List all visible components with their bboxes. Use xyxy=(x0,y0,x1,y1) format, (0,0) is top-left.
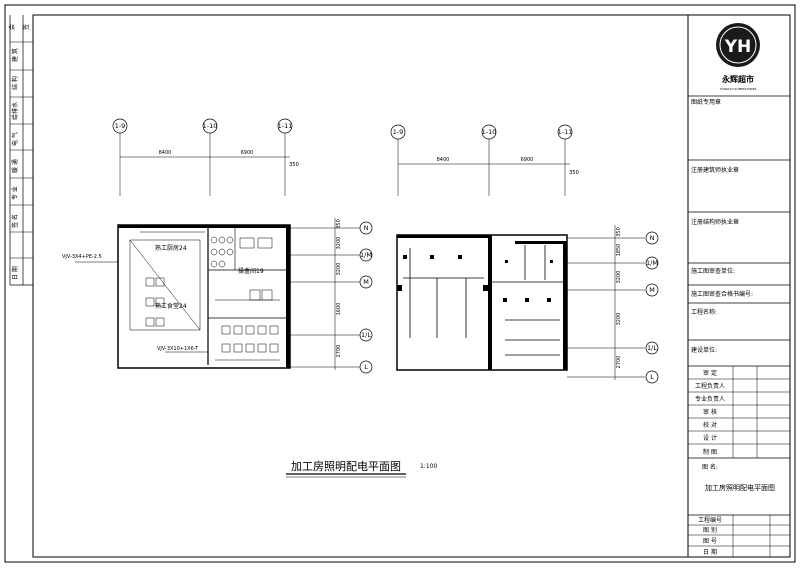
right-dim-top-1: 6900 xyxy=(521,157,534,163)
right-axis-top-1: 1-10 xyxy=(482,128,497,136)
right-axis-side-1: 1/M xyxy=(646,259,658,267)
margin-label-7: 专 业 xyxy=(11,186,19,200)
company-subname: YONGHUI SUPERSTORES xyxy=(720,87,757,91)
left-dim-side-0: 350 xyxy=(336,219,342,229)
axis-bubble xyxy=(359,328,373,342)
margin-label-9: 日 期 xyxy=(11,266,19,280)
left-axis-top-1: 1-10 xyxy=(203,122,218,130)
right-dim-side-3: 3200 xyxy=(616,313,622,326)
margin-label-5: 电 气 xyxy=(11,132,19,146)
axis-bubble xyxy=(645,341,659,355)
margin-label-3: 结 构 xyxy=(11,76,19,90)
drawing-scale: 1:100 xyxy=(420,463,437,470)
right-dim-side-1: 1850 xyxy=(616,244,622,257)
drawing-frame xyxy=(32,14,791,558)
drawing-name-value: 加工房照明配电平面图 xyxy=(705,483,775,492)
right-plan-outline xyxy=(396,234,568,371)
left-dim-side-2: 3200 xyxy=(336,263,342,276)
left-axis-side-4: L xyxy=(364,363,368,371)
footer-1: 图 别 xyxy=(703,526,717,534)
row-label-6: 建设单位: xyxy=(691,346,717,354)
row-label-1: 注册建筑师执业章 xyxy=(691,166,739,174)
signoff-5: 设 计 xyxy=(703,434,717,442)
right-axis-top-2: 1-11 xyxy=(558,128,573,136)
right-dim-top-0: 8400 xyxy=(437,157,450,163)
row-label-5: 工程名称: xyxy=(691,308,717,316)
company-name: 永辉超市 xyxy=(721,74,754,84)
left-axis-side-0: N xyxy=(364,224,369,232)
left-plan-outline xyxy=(117,224,291,369)
signoff-6: 制 图 xyxy=(703,448,717,456)
signoff-0: 审 定 xyxy=(703,369,717,377)
right-axis-side-3: 1/L xyxy=(647,344,657,352)
footer-3: 日 期 xyxy=(703,548,717,556)
left-axis-side-2: M xyxy=(363,278,369,286)
row-label-2: 注册结构师执业章 xyxy=(691,218,739,226)
footer-0: 工程编号 xyxy=(698,516,722,524)
right-floor-plan: 1-9 1-10 1-11 8400 6900 350 xyxy=(390,124,659,384)
axis-bubble xyxy=(359,360,373,374)
axis-bubble xyxy=(359,221,373,235)
left-note-0: VJV-3X4+PE-2.5 xyxy=(62,254,102,260)
axis-bubble xyxy=(645,231,659,245)
sheet-border xyxy=(4,4,796,563)
margin-label-6: 暖 通 xyxy=(11,159,19,173)
left-dim-top-1: 6900 xyxy=(241,150,254,156)
margin-label-2: 建 筑 xyxy=(11,48,19,62)
room-label-0: 熟工厨房24 xyxy=(155,244,187,252)
left-floor-plan: 1-9 1-10 1-11 8400 6900 350 xyxy=(62,118,373,374)
row-label-4: 施工图审查合格书编号: xyxy=(691,290,753,298)
footer-2: 图 号 xyxy=(703,538,717,545)
drawing-title: 加工房照明配电平面图 xyxy=(291,460,401,473)
axis-bubble xyxy=(645,283,659,297)
signoff-3: 审 核 xyxy=(703,408,717,416)
room-label-1: 操盒间19 xyxy=(238,267,264,275)
signoff-4: 校 对 xyxy=(703,421,717,429)
left-axis-top-2: 1-11 xyxy=(278,122,293,130)
drawing-name-label: 图 名: xyxy=(702,463,718,471)
right-dim-side-0: 350 xyxy=(616,227,622,237)
left-dim-side-4: 2700 xyxy=(336,345,342,358)
left-dim-top-0: 8400 xyxy=(159,150,172,156)
room-label-2: 熟工食堂24 xyxy=(155,302,187,310)
logo-initials: YH xyxy=(724,37,752,57)
title-block: YH 永辉超市 YONGHUI SUPERSTORES 图纸专用章 注册建筑师执… xyxy=(687,15,790,557)
left-note-1: VJV-3X10+1X6-T xyxy=(157,346,199,352)
axis-bubble xyxy=(359,275,373,289)
axis-bubble xyxy=(645,256,659,270)
margin-label-1: 签 xyxy=(22,24,30,30)
signoff-2: 专业负责人 xyxy=(695,395,725,403)
left-dim-top-2: 350 xyxy=(289,162,299,168)
left-margin-strip: 会 签 建 筑 结 构 给排水 电 气 暖 通 专 业 签 名 日 期 xyxy=(8,15,33,286)
axis-bubble xyxy=(645,370,659,384)
left-dim-side-1: 3200 xyxy=(336,237,342,250)
right-axis-top-0: 1-9 xyxy=(393,128,404,136)
axis-bubble xyxy=(359,248,373,262)
margin-label-4: 给排水 xyxy=(11,102,19,120)
right-dim-side-4: 2700 xyxy=(616,356,622,369)
margin-label-8: 签 名 xyxy=(11,214,19,228)
signoff-1: 工程负责人 xyxy=(695,382,725,390)
right-axis-side-0: N xyxy=(650,234,655,242)
right-dim-top-2: 350 xyxy=(569,170,579,176)
left-axis-side-3: 1/L xyxy=(361,331,371,339)
right-axis-side-2: M xyxy=(649,286,655,294)
margin-label-0: 会 xyxy=(8,24,16,30)
row-label-0: 图纸专用章 xyxy=(691,98,721,106)
right-axis-side-4: L xyxy=(650,373,654,381)
left-axis-top-0: 1-9 xyxy=(115,122,126,130)
row-label-3: 施工图审查单位: xyxy=(691,267,735,275)
right-dim-side-2: 3200 xyxy=(616,271,622,284)
company-logo-icon xyxy=(716,23,760,67)
left-dim-side-3: 1600 xyxy=(336,303,342,316)
left-axis-side-1: 1/M xyxy=(360,251,372,259)
